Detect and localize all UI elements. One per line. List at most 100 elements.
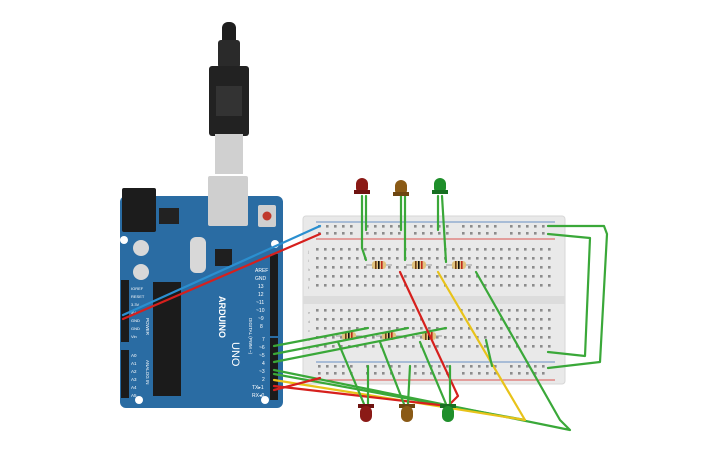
breadboard-hole[interactable]	[388, 275, 391, 278]
wire-green[interactable]	[360, 194, 368, 262]
breadboard-hole[interactable]	[476, 327, 479, 330]
breadboard-hole[interactable]	[340, 275, 343, 278]
breadboard-hole[interactable]	[508, 248, 511, 251]
wire-green[interactable]	[546, 224, 609, 370]
breadboard-hole[interactable]	[350, 365, 353, 368]
breadboard-hole[interactable]	[476, 257, 479, 260]
breadboard-hole[interactable]	[382, 232, 385, 235]
breadboard-hole[interactable]	[372, 345, 375, 348]
breadboard-hole[interactable]	[356, 284, 359, 287]
wire-green[interactable]	[272, 270, 572, 432]
breadboard-hole[interactable]	[470, 225, 473, 228]
breadboard-hole[interactable]	[348, 309, 351, 312]
breadboard-hole[interactable]	[372, 275, 375, 278]
breadboard-hole[interactable]	[372, 327, 375, 330]
breadboard-hole[interactable]	[468, 309, 471, 312]
breadboard-hole[interactable]	[342, 365, 345, 368]
breadboard-hole[interactable]	[356, 275, 359, 278]
breadboard-hole[interactable]	[340, 266, 343, 269]
breadboard-hole[interactable]	[326, 372, 329, 375]
resistor-top-2[interactable]	[406, 261, 432, 269]
breadboard-hole[interactable]	[364, 275, 367, 278]
breadboard-hole[interactable]	[428, 248, 431, 251]
breadboard-hole[interactable]	[460, 327, 463, 330]
breadboard-hole[interactable]	[332, 275, 335, 278]
breadboard-hole[interactable]	[542, 365, 545, 368]
breadboard-hole[interactable]	[548, 336, 551, 339]
breadboard-hole[interactable]	[398, 365, 401, 368]
breadboard-hole[interactable]	[428, 327, 431, 330]
breadboard-hole[interactable]	[492, 318, 495, 321]
breadboard-hole[interactable]	[540, 284, 543, 287]
breadboard-hole[interactable]	[492, 284, 495, 287]
breadboard-hole[interactable]	[316, 284, 319, 287]
breadboard-hole[interactable]	[500, 275, 503, 278]
breadboard-hole[interactable]	[412, 275, 415, 278]
breadboard-hole[interactable]	[468, 266, 471, 269]
breadboard-hole[interactable]	[356, 248, 359, 251]
breadboard-hole[interactable]	[316, 275, 319, 278]
breadboard-hole[interactable]	[332, 257, 335, 260]
breadboard-hole[interactable]	[476, 284, 479, 287]
breadboard-hole[interactable]	[510, 365, 513, 368]
breadboard-hole[interactable]	[548, 309, 551, 312]
breadboard-hole[interactable]	[412, 257, 415, 260]
breadboard-hole[interactable]	[486, 365, 489, 368]
breadboard-hole[interactable]	[390, 365, 393, 368]
breadboard-hole[interactable]	[484, 284, 487, 287]
breadboard-hole[interactable]	[342, 232, 345, 235]
breadboard-hole[interactable]	[508, 275, 511, 278]
led-red-bottom[interactable]	[358, 404, 374, 422]
breadboard-hole[interactable]	[340, 327, 343, 330]
wire-blue[interactable]	[121, 224, 322, 317]
breadboard-hole[interactable]	[324, 345, 327, 348]
breadboard-hole[interactable]	[428, 318, 431, 321]
breadboard-hole[interactable]	[412, 284, 415, 287]
breadboard-hole[interactable]	[484, 345, 487, 348]
breadboard-hole[interactable]	[364, 318, 367, 321]
breadboard-hole[interactable]	[484, 257, 487, 260]
breadboard-hole[interactable]	[534, 372, 537, 375]
breadboard-hole[interactable]	[374, 372, 377, 375]
breadboard-hole[interactable]	[326, 365, 329, 368]
breadboard-hole[interactable]	[316, 257, 319, 260]
breadboard-hole[interactable]	[484, 275, 487, 278]
breadboard-hole[interactable]	[462, 225, 465, 228]
resistor-top-3[interactable]	[446, 261, 472, 269]
breadboard-hole[interactable]	[404, 345, 407, 348]
breadboard-hole[interactable]	[324, 284, 327, 287]
arduino-uno-board[interactable]: ARDUINO UNO DIGITAL (PWM ~) POWER ANALOG…	[120, 176, 283, 408]
breadboard-hole[interactable]	[476, 309, 479, 312]
breadboard-hole[interactable]	[548, 266, 551, 269]
breadboard-hole[interactable]	[476, 345, 479, 348]
breadboard-hole[interactable]	[388, 257, 391, 260]
breadboard-hole[interactable]	[486, 225, 489, 228]
breadboard-hole[interactable]	[404, 266, 407, 269]
breadboard-hole[interactable]	[452, 345, 455, 348]
breadboard-hole[interactable]	[452, 309, 455, 312]
breadboard-hole[interactable]	[492, 309, 495, 312]
breadboard-hole[interactable]	[452, 248, 455, 251]
leds-bottom[interactable]	[358, 404, 456, 422]
led-green-bottom[interactable]	[440, 404, 456, 422]
breadboard-hole[interactable]	[460, 336, 463, 339]
breadboard-hole[interactable]	[484, 248, 487, 251]
breadboard-hole[interactable]	[548, 284, 551, 287]
breadboard-hole[interactable]	[548, 327, 551, 330]
breadboard-hole[interactable]	[372, 309, 375, 312]
breadboard-hole[interactable]	[428, 275, 431, 278]
breadboard-hole[interactable]	[500, 309, 503, 312]
breadboard-hole[interactable]	[326, 225, 329, 228]
breadboard-hole[interactable]	[524, 248, 527, 251]
breadboard-hole[interactable]	[500, 257, 503, 260]
breadboard-hole[interactable]	[366, 232, 369, 235]
breadboard-hole[interactable]	[452, 336, 455, 339]
breadboard-hole[interactable]	[548, 345, 551, 348]
breadboard-hole[interactable]	[390, 232, 393, 235]
breadboard-hole[interactable]	[452, 275, 455, 278]
breadboard-hole[interactable]	[332, 336, 335, 339]
breadboard-hole[interactable]	[478, 372, 481, 375]
breadboard-hole[interactable]	[524, 327, 527, 330]
breadboard-hole[interactable]	[510, 232, 513, 235]
breadboard-hole[interactable]	[500, 345, 503, 348]
